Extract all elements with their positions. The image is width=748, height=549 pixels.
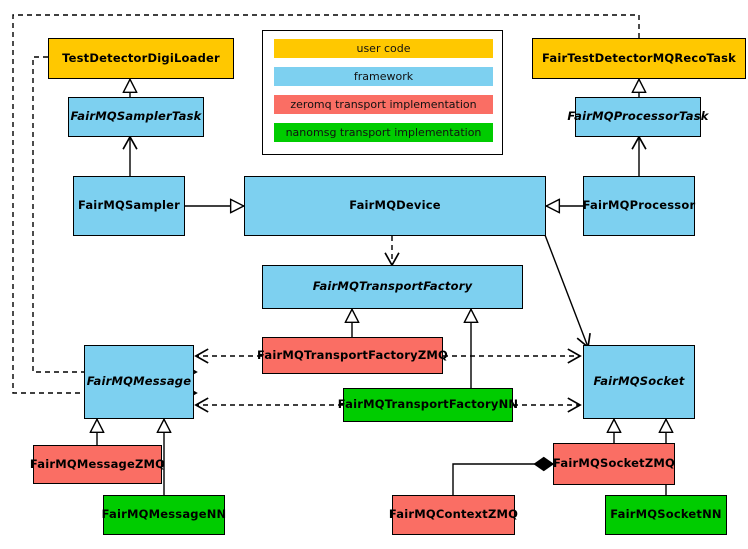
legend-item-framework: framework bbox=[274, 67, 493, 86]
class-label: FairMQSocketZMQ bbox=[553, 456, 675, 471]
class-label: FairMQSamplerTask bbox=[70, 109, 202, 124]
legend-label: zeromq transport implementation bbox=[290, 98, 477, 111]
class-node-fairmq-socket-zmq[interactable]: FairMQSocketZMQ bbox=[553, 443, 675, 485]
class-label: FairMQTransportFactoryNN bbox=[337, 397, 519, 412]
class-node-fairmq-sampler-task[interactable]: FairMQSamplerTask bbox=[68, 97, 204, 137]
class-label: FairMQMessageNN bbox=[101, 507, 227, 522]
class-label: FairMQTransportFactory bbox=[312, 279, 473, 294]
class-label: FairMQMessage bbox=[86, 374, 192, 389]
class-label: FairMQSampler bbox=[77, 198, 181, 213]
legend-item-zeromq: zeromq transport implementation bbox=[274, 95, 493, 114]
class-node-fairmq-message[interactable]: FairMQMessage bbox=[84, 345, 194, 419]
class-label: FairMQProcessorTask bbox=[567, 109, 709, 124]
class-label: FairMQMessageZMQ bbox=[29, 456, 166, 471]
class-node-fairmq-socket-nn[interactable]: FairMQSocketNN bbox=[605, 495, 727, 535]
class-node-fairmq-transport-factory[interactable]: FairMQTransportFactory bbox=[262, 265, 523, 309]
class-node-fairmq-device[interactable]: FairMQDevice bbox=[244, 176, 546, 236]
class-node-fairmq-sampler[interactable]: FairMQSampler bbox=[73, 176, 185, 236]
class-node-fairmq-message-zmq[interactable]: FairMQMessageZMQ bbox=[29, 445, 166, 484]
class-node-fairmq-message-nn[interactable]: FairMQMessageNN bbox=[101, 495, 227, 535]
class-label: TestDetectorDigiLoader bbox=[62, 50, 220, 65]
class-node-fair-test-detector-mq-reco-task[interactable]: FairTestDetectorMQRecoTask bbox=[532, 38, 746, 79]
class-label: FairTestDetectorMQRecoTask bbox=[542, 50, 736, 65]
class-node-fairmq-socket[interactable]: FairMQSocket bbox=[583, 345, 695, 419]
class-label: FairMQProcessor bbox=[582, 198, 696, 213]
legend-panel: user code framework zeromq transport imp… bbox=[262, 30, 503, 155]
legend-label: nanomsg transport implementation bbox=[285, 126, 482, 139]
class-node-fairmq-transport-factory-nn[interactable]: FairMQTransportFactoryNN bbox=[338, 388, 518, 422]
class-label: FairMQContextZMQ bbox=[388, 507, 519, 522]
edge-device-to-socket bbox=[544, 234, 591, 349]
class-label: FairMQSocket bbox=[593, 374, 685, 389]
class-label: FairMQDevice bbox=[349, 198, 441, 213]
class-node-test-detector-digi-loader[interactable]: TestDetectorDigiLoader bbox=[48, 38, 234, 79]
class-node-fairmq-transport-factory-zmq[interactable]: FairMQTransportFactoryZMQ bbox=[257, 337, 448, 374]
class-node-fairmq-context-zmq[interactable]: FairMQContextZMQ bbox=[388, 495, 519, 535]
legend-label: user code bbox=[356, 42, 411, 55]
class-label: FairMQSocketNN bbox=[610, 507, 722, 522]
legend-item-nanomsg: nanomsg transport implementation bbox=[274, 123, 493, 142]
class-node-fairmq-processor[interactable]: FairMQProcessor bbox=[583, 176, 695, 236]
class-label: FairMQTransportFactoryZMQ bbox=[257, 347, 449, 362]
class-node-fairmq-processor-task[interactable]: FairMQProcessorTask bbox=[567, 97, 708, 137]
legend-item-user-code: user code bbox=[274, 39, 493, 58]
legend-label: framework bbox=[353, 70, 414, 83]
